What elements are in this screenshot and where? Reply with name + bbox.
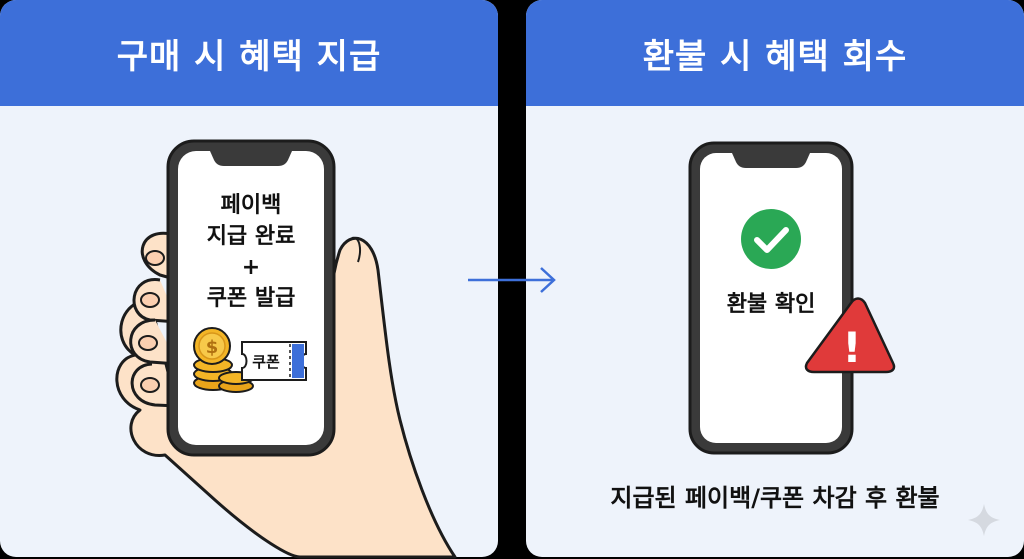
plus-line: + [241, 255, 261, 280]
check-circle-icon [741, 209, 801, 269]
phone-message: 페이백 지급 완료 + 쿠폰 발급 [178, 190, 324, 314]
right-panel-title: 환불 시 혜택 회수 [526, 0, 1024, 106]
arrow-right-icon [468, 267, 556, 293]
sparkle-icon [968, 504, 1000, 536]
coupon-ticket-icon: 쿠폰 [241, 341, 307, 381]
coin-symbol: $ [206, 337, 219, 358]
left-panel-title: 구매 시 혜택 지급 [0, 0, 498, 106]
coupon-issued-line: 쿠폰 발급 [206, 286, 296, 311]
warning-triangle-icon: ! [804, 297, 896, 374]
refund-caption: 지급된 페이백/쿠폰 차감 후 환불 [610, 484, 940, 512]
payback-complete-line: 지급 완료 [206, 224, 296, 249]
refund-confirm-text: 환불 확인 [726, 292, 816, 317]
right-panel: 환불 시 혜택 회수 [526, 0, 1024, 557]
hand-illustration [115, 231, 457, 559]
coin-stack-icon: $ [193, 327, 254, 393]
payback-line: 페이백 [220, 193, 282, 218]
warning-symbol: ! [842, 323, 861, 372]
coupon-label: 쿠폰 [252, 353, 280, 371]
